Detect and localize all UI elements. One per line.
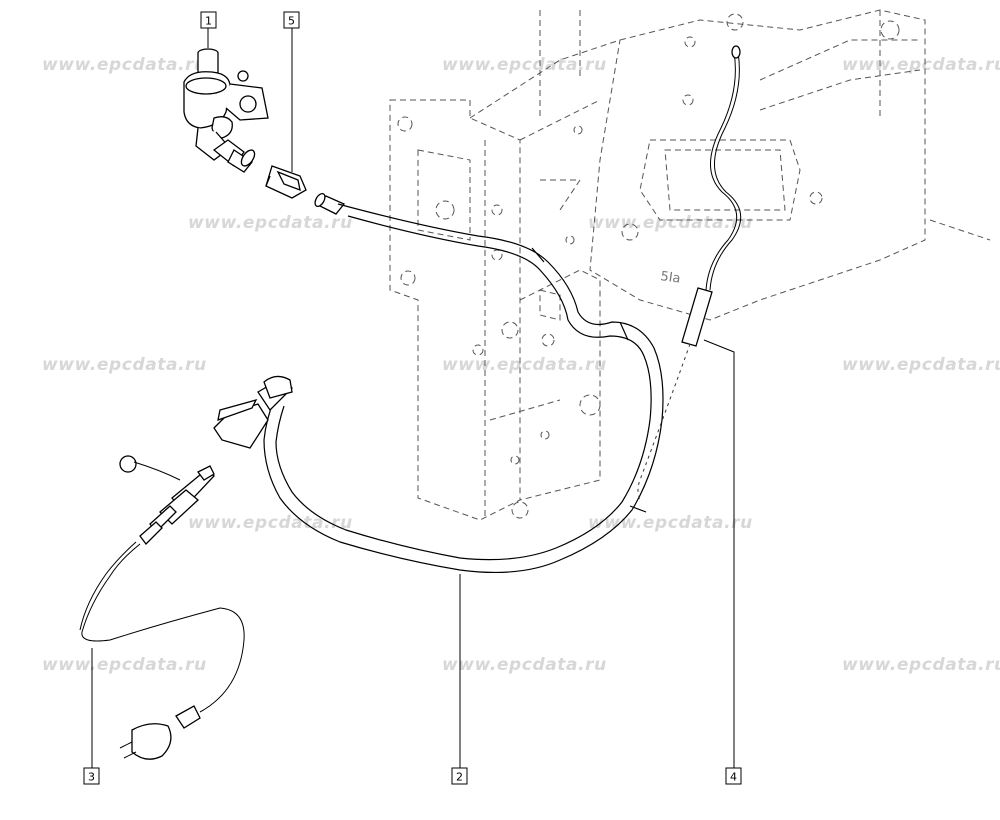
- watermark-text: www.epcdata.ru: [42, 655, 207, 675]
- watermark-text: www.epcdata.ru: [42, 55, 207, 75]
- callout-4[interactable]: 4: [725, 767, 742, 785]
- watermark-text: www.epcdata.ru: [442, 55, 607, 75]
- watermark-text: www.epcdata.ru: [188, 213, 353, 233]
- heater-hose-part[interactable]: [213, 192, 664, 574]
- plug-cable-part[interactable]: [79, 455, 245, 760]
- watermark-text: www.epcdata.ru: [842, 55, 1000, 75]
- callout-5[interactable]: 5: [283, 11, 300, 29]
- heater-valve-part[interactable]: [183, 48, 269, 173]
- hose-clip-part[interactable]: [265, 165, 307, 199]
- callout-3-label: 3: [88, 771, 95, 784]
- callout-1-label: 1: [205, 15, 212, 28]
- callout-2-label: 2: [456, 771, 463, 784]
- temperature-sensor-part[interactable]: [637, 45, 742, 501]
- watermark-text: www.epcdata.ru: [842, 355, 1000, 375]
- watermark-layer: www.epcdata.ru www.epcdata.ru www.epcdat…: [42, 55, 1000, 675]
- callout-4-label: 4: [730, 771, 737, 784]
- watermark-text: www.epcdata.ru: [42, 355, 207, 375]
- callout-3[interactable]: 3: [83, 767, 100, 785]
- callout-2[interactable]: 2: [451, 767, 468, 785]
- engine-block-outline: [389, 9, 991, 521]
- callout-5-label: 5: [288, 15, 295, 28]
- watermark-text: www.epcdata.ru: [842, 655, 1000, 675]
- watermark-text: www.epcdata.ru: [188, 513, 353, 533]
- watermark-text: www.epcdata.ru: [588, 513, 753, 533]
- watermark-text: www.epcdata.ru: [442, 655, 607, 675]
- callout-1[interactable]: 1: [200, 11, 217, 29]
- callout-leaders: [91, 28, 735, 768]
- engine-casting-marking: 5Ia: [659, 269, 681, 287]
- watermark-text: www.epcdata.ru: [442, 355, 607, 375]
- watermark-text: www.epcdata.ru: [588, 213, 753, 233]
